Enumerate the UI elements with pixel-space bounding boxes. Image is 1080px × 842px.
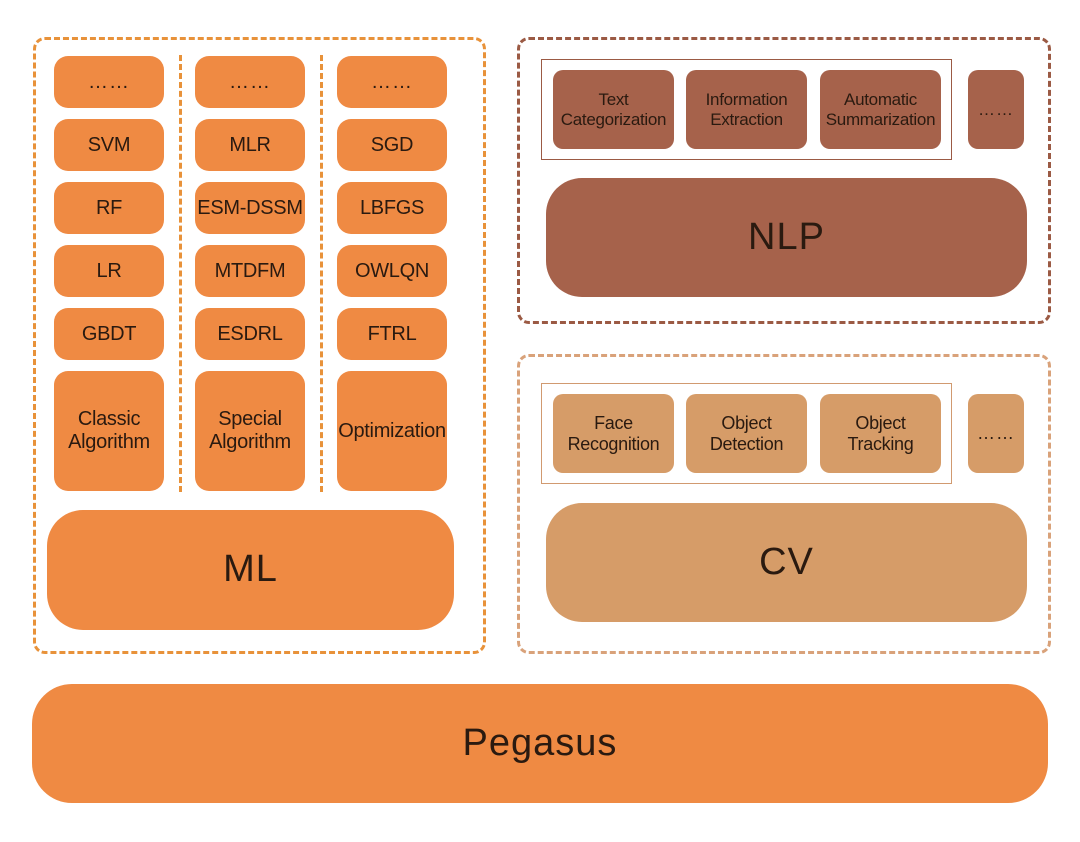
ml-classic-more: …… <box>54 56 164 108</box>
cv-block: CV <box>546 503 1027 622</box>
ml-optimization-item: OWLQN <box>337 245 447 297</box>
ml-optimization-item: SGD <box>337 119 447 171</box>
ml-classic-item: RF <box>54 182 164 234</box>
ml-special-more: …… <box>195 56 305 108</box>
cv-item-face-recognition: Face Recognition <box>553 394 674 473</box>
ml-classic-item: LR <box>54 245 164 297</box>
ml-special-item: MLR <box>195 119 305 171</box>
ml-category-classic-algorithm: Classic Algorithm <box>54 371 164 491</box>
ml-optimization-item: FTRL <box>337 308 447 360</box>
ml-category-optimization: Optimization <box>337 371 447 491</box>
ml-category-special-algorithm: Special Algorithm <box>195 371 305 491</box>
cv-item-object-tracking: Object Tracking <box>820 394 941 473</box>
cv-panel <box>517 354 1051 654</box>
cv-more: …… <box>968 394 1024 473</box>
ml-block: ML <box>47 510 454 630</box>
ml-column-divider <box>320 55 323 492</box>
ml-special-item: ESM-DSSM <box>195 182 305 234</box>
platform-block-pegasus: Pegasus <box>32 684 1048 803</box>
ml-optimization-more: …… <box>337 56 447 108</box>
ml-panel <box>33 37 486 654</box>
nlp-more: …… <box>968 70 1024 149</box>
ml-classic-item: GBDT <box>54 308 164 360</box>
ml-column-divider <box>179 55 182 492</box>
nlp-panel <box>517 37 1051 324</box>
cv-item-object-detection: Object Detection <box>686 394 807 473</box>
ml-special-item: ESDRL <box>195 308 305 360</box>
ml-special-item: MTDFM <box>195 245 305 297</box>
ml-classic-item: SVM <box>54 119 164 171</box>
nlp-items-frame <box>541 59 952 160</box>
nlp-item-text-categorization: Text Categorization <box>553 70 674 149</box>
nlp-item-automatic-summarization: Automatic Summarization <box>820 70 941 149</box>
nlp-block: NLP <box>546 178 1027 297</box>
ml-optimization-item: LBFGS <box>337 182 447 234</box>
cv-items-frame <box>541 383 952 484</box>
nlp-item-information-extraction: Information Extraction <box>686 70 807 149</box>
